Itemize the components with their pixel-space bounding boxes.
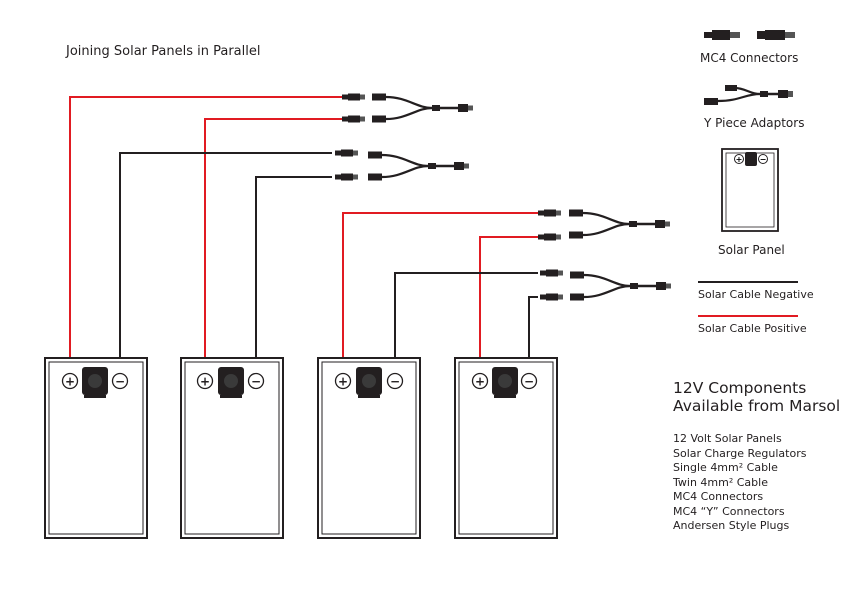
y-piece-adaptor-negative-1 — [366, 150, 471, 182]
legend-mc4-connectors-icon — [704, 30, 795, 40]
mc4-connector — [335, 149, 358, 157]
mc4-connector — [538, 209, 561, 217]
wire-positive-panel-1 — [69, 96, 343, 358]
y-piece-adaptor-positive-2 — [567, 208, 672, 240]
negative-terminal-symbol: − — [390, 375, 400, 389]
components-heading-line-2: Available from Marsol — [673, 397, 841, 415]
components-list: 12 Volt Solar Panels Solar Charge Regula… — [673, 432, 806, 534]
negative-terminal-symbol: − — [251, 375, 261, 389]
mc4-connector — [540, 269, 563, 277]
mc4-connector — [335, 173, 358, 181]
negative-terminal-symbol: − — [524, 375, 534, 389]
mc4-connector — [540, 293, 563, 301]
positive-terminal-symbol: + — [65, 375, 75, 389]
components-heading-line-1: 12V Components — [673, 379, 807, 397]
mc4-connector — [342, 115, 365, 123]
solar-panel-3 — [317, 357, 421, 539]
solar-panel-2 — [180, 357, 284, 539]
positive-terminal-symbol: + — [736, 155, 743, 164]
y-piece-adaptor-negative-2 — [568, 270, 673, 302]
legend-negative-label: Solar Cable Negative — [698, 288, 814, 301]
legend-y-piece-icon — [704, 85, 793, 105]
solar-panel-1 — [44, 357, 148, 539]
mc4-connector — [342, 93, 365, 101]
legend-positive-label: Solar Cable Positive — [698, 322, 807, 335]
positive-terminal-symbol: + — [338, 375, 348, 389]
wire-positive-panel-4 — [479, 236, 538, 358]
wire-positive-panel-2 — [204, 118, 343, 358]
legend-solar-panel-icon: + − — [721, 148, 779, 232]
negative-terminal-symbol: − — [760, 155, 767, 164]
list-item: MC4 “Y” Connectors — [673, 504, 785, 518]
list-item: Single 4mm² Cable — [673, 461, 778, 474]
solar-panel-4 — [454, 357, 558, 539]
legend-mc4-label: MC4 Connectors — [700, 51, 799, 65]
positive-terminal-symbol: + — [475, 375, 485, 389]
wire-negative-panel-1 — [119, 152, 332, 358]
wire-negative-panel-2 — [255, 176, 332, 358]
list-item: Solar Charge Regulators — [673, 446, 807, 460]
list-item: MC4 Connectors — [673, 490, 764, 503]
y-piece-adaptor-positive-1 — [370, 92, 475, 124]
list-item: Andersen Style Plugs — [673, 519, 790, 532]
wire-negative-panel-4 — [528, 296, 538, 358]
wire-positive-panel-3 — [342, 212, 538, 358]
wire-negative-panel-3 — [394, 272, 538, 358]
legend-y-piece-label: Y Piece Adaptors — [704, 116, 805, 130]
legend-solar-panel-label: Solar Panel — [718, 243, 785, 257]
components-heading: 12V Components Available from Marsol — [673, 379, 840, 415]
list-item: 12 Volt Solar Panels — [673, 432, 782, 445]
negative-terminal-symbol: − — [115, 375, 125, 389]
diagram-title: Joining Solar Panels in Parallel — [66, 44, 261, 59]
positive-terminal-symbol: + — [200, 375, 210, 389]
mc4-connector — [538, 233, 561, 241]
list-item: Twin 4mm² Cable — [673, 475, 768, 489]
